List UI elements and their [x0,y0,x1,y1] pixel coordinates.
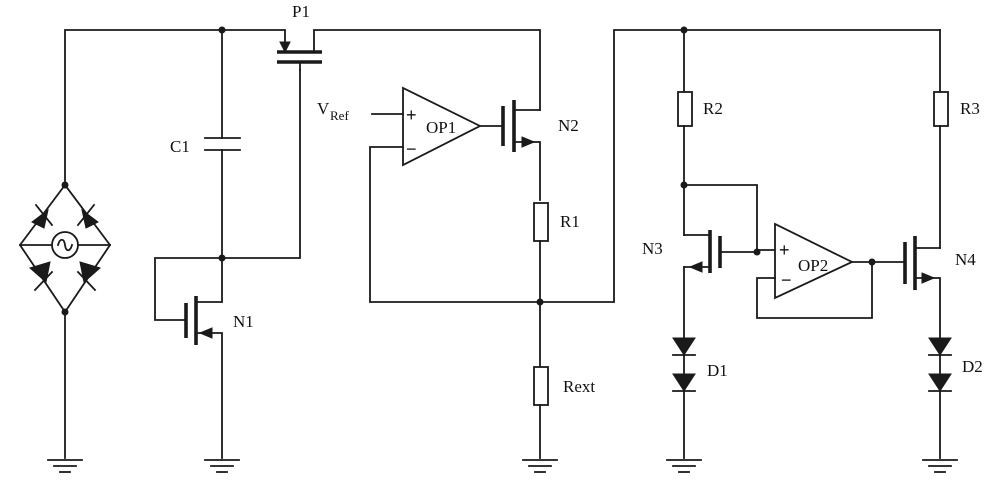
transistor-n1 [184,257,223,459]
led-d2 [928,337,952,459]
svg-text:+: + [779,240,790,260]
label-d1: D1 [707,361,728,380]
opamp-op1: + − [402,86,483,167]
label-n4: N4 [955,250,976,269]
svg-text:+: + [406,105,417,125]
bridge-diode-upper-right [76,203,99,229]
label-op2: OP2 [798,256,828,275]
svg-text:−: − [781,270,792,290]
label-r3: R3 [960,99,980,118]
bridge-diode-lower-right [76,261,102,292]
label-n3: N3 [642,239,663,258]
bridge-diode-upper-left [31,203,54,229]
label-vref: V Ref [317,99,349,123]
svg-text:V: V [317,99,330,118]
resistor-r2 [677,29,693,186]
resistor-r3 [933,29,949,249]
transistor-p1 [277,29,541,111]
ground-icon [47,459,83,473]
capacitor-c1 [204,29,241,259]
label-n2: N2 [558,116,579,135]
label-rext: Rext [563,377,595,396]
opamp-op2: + − [774,222,855,300]
label-n1: N1 [233,312,254,331]
label-r1: R1 [560,212,580,231]
label-p1: P1 [292,2,310,21]
ac-source-icon [19,231,111,259]
ground-icon [666,459,702,473]
label-r2: R2 [703,99,723,118]
resistor-r1 [533,202,549,303]
svg-text:−: − [406,139,417,159]
transistor-n4 [903,236,941,339]
led-d1 [672,337,696,459]
bridge-diode-lower-left [28,261,54,292]
transistor-n2 [501,100,541,201]
bridge-rectifier [18,181,112,316]
ground-icon [204,459,240,473]
transistor-n3 [683,230,758,339]
svg-text:Ref: Ref [330,108,349,123]
ground-icon [922,459,958,473]
resistor-rext [533,301,549,459]
label-c1: C1 [170,137,190,156]
label-d2: D2 [962,357,983,376]
label-op1: OP1 [426,118,456,137]
ground-icon [522,459,558,473]
